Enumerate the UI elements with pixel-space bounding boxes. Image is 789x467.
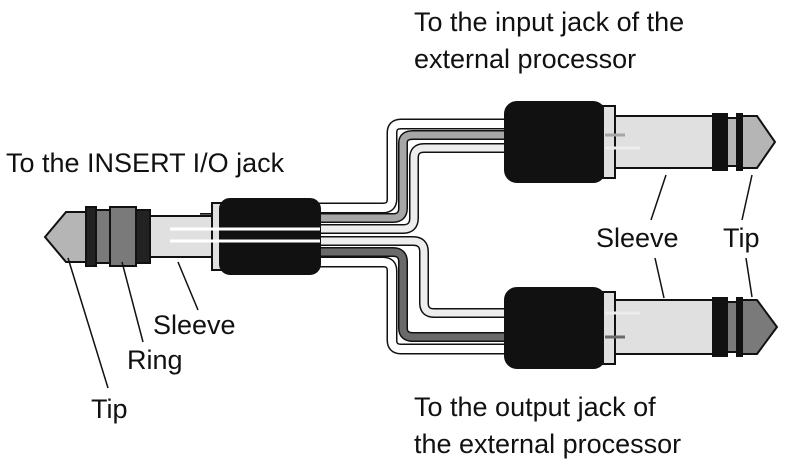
leader-sleeve-right-top [650,174,667,221]
output-plug [504,287,779,369]
sleeve-label-right: Sleeve [596,223,679,253]
leader-sleeve-left [177,261,199,311]
plug-boot [504,287,606,369]
plug-boot [504,101,606,183]
plug-boot [219,198,321,275]
tip-label-right: Tip [723,223,760,253]
labels: To the input jack of the external proces… [6,7,760,459]
leader-ring [121,261,144,343]
plug-sleeve [614,299,714,355]
output-jack-label-line1: To the output jack of [414,392,656,422]
ring-label: Ring [127,345,183,375]
plug-sleeve [149,215,213,258]
leader-tip-left [67,257,109,389]
leader-tip-right-bottom [745,257,753,298]
plug-tip [741,299,779,355]
plug-tip [741,115,777,169]
y-cable [200,118,638,355]
leader-sleeve-right-bottom [654,257,665,299]
leader-tip-right-top [741,174,753,221]
plug-ring [109,206,137,267]
insert-io-jack-label: To the INSERT I/O jack [6,148,285,178]
tip-label-left: Tip [91,394,128,424]
sleeve-label-left: Sleeve [153,310,236,340]
leader-lines [67,174,753,389]
input-jack-label-line2: external processor [414,44,636,74]
output-jack-label-line2: the external processor [414,429,681,459]
input-plug [504,101,777,183]
insert-plug-trs [43,198,321,275]
input-jack-label-line1: To the input jack of the [414,7,684,37]
plug-sleeve [614,115,714,169]
